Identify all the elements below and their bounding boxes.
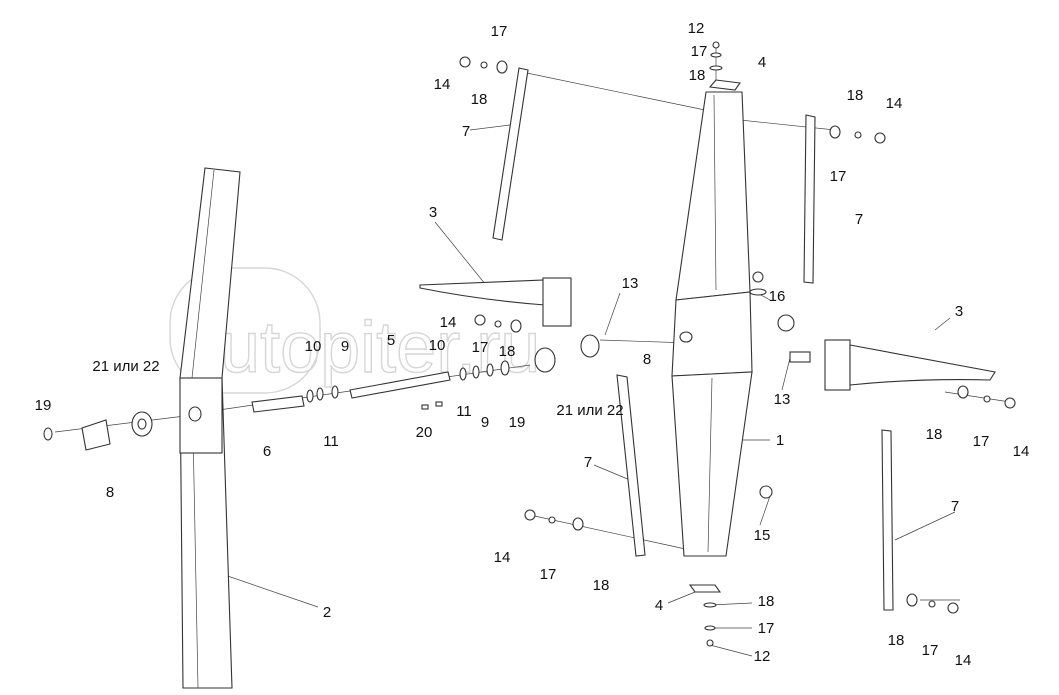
callout-label: 9	[341, 338, 349, 355]
callout-label: 20	[416, 424, 433, 441]
callout-label: 17	[922, 642, 939, 659]
callout-label: 18	[888, 632, 905, 649]
callout-label: 16	[769, 288, 786, 305]
callout-label: 12	[754, 648, 771, 665]
callout-label: 18	[471, 91, 488, 108]
callout-label: 17	[758, 620, 775, 637]
callout-label: 15	[754, 527, 771, 544]
callout-label: 5	[387, 332, 395, 349]
callout-label: 7	[951, 498, 959, 515]
callout-label: 4	[655, 597, 663, 614]
callout-label: 17	[691, 43, 708, 60]
callout-label: 17	[540, 566, 557, 583]
callout-labels: 12 17 18 4 17 14 18 7 18 14 17 7 3 13 16…	[35, 20, 1030, 669]
callout-label: 7	[584, 454, 592, 471]
callout-label: 17	[472, 339, 489, 356]
callout-label: 14	[434, 76, 451, 93]
fasteners	[459, 41, 1016, 647]
callout-label: 14	[955, 652, 972, 669]
bracket-parts-7	[492, 67, 894, 611]
callout-label: 1	[776, 432, 784, 449]
callout-label: 10	[429, 337, 446, 354]
callout-label: 14	[494, 549, 511, 566]
callout-label: 7	[855, 211, 863, 228]
central-post-part-1	[671, 91, 753, 557]
callout-label: 9	[481, 414, 489, 431]
arm-parts-3	[419, 277, 996, 391]
callout-label: 11	[323, 433, 339, 450]
callout-label: 12	[688, 20, 705, 37]
callout-label: 17	[491, 23, 508, 40]
callout-label: 18	[499, 343, 516, 360]
callout-label: 3	[429, 204, 437, 221]
callout-label: 17	[973, 433, 990, 450]
shaft-assembly	[43, 331, 811, 451]
callout-label: 8	[643, 351, 651, 368]
callout-label: 21 или 22	[92, 358, 159, 375]
callout-label: 7	[462, 123, 470, 140]
callout-label: 18	[758, 593, 775, 610]
beam-part-2	[179, 167, 241, 689]
callout-label: 2	[323, 604, 331, 621]
callout-label: 19	[509, 414, 526, 431]
callout-label: 10	[305, 338, 322, 355]
callout-label: 11	[456, 403, 472, 420]
callout-label: 4	[758, 54, 766, 71]
callout-label: 14	[440, 314, 457, 331]
callout-label: 18	[689, 67, 706, 84]
callout-label: 18	[593, 577, 610, 594]
callout-label: 3	[955, 303, 963, 320]
callout-label: 13	[774, 391, 791, 408]
callout-label: 8	[106, 484, 114, 501]
callout-label: 21 или 22	[556, 402, 623, 419]
callout-label: 6	[263, 443, 271, 460]
callout-label: 17	[830, 168, 847, 185]
callout-label: 14	[1013, 443, 1030, 460]
callout-label: 13	[622, 275, 639, 292]
callout-label: 18	[847, 87, 864, 104]
callout-label: 14	[886, 95, 903, 112]
callout-label: 18	[926, 426, 943, 443]
callout-label: 19	[35, 397, 52, 414]
